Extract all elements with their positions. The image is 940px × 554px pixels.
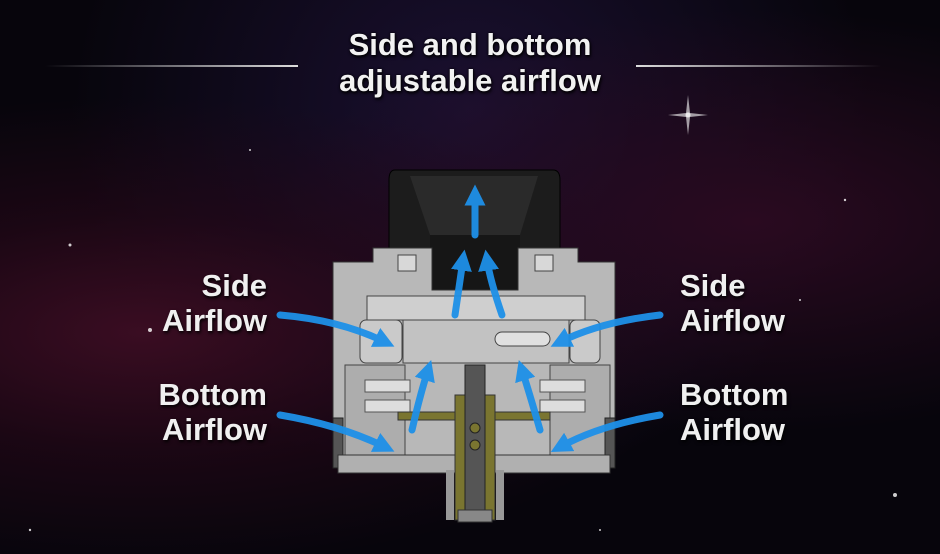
- title-rule-left: [45, 65, 298, 67]
- arrow-inner-right: [515, 359, 544, 434]
- arrow-side-left: [276, 311, 395, 347]
- label-line: Airflow: [680, 303, 786, 338]
- arrow-side-right: [550, 311, 664, 347]
- label-bottom-airflow-right: Bottom Airflow: [680, 377, 788, 447]
- label-line: Airflow: [680, 412, 786, 447]
- title-rule-right: [636, 65, 881, 67]
- label-line: Airflow: [161, 412, 267, 447]
- label-line: Side: [680, 268, 746, 303]
- label-bottom-airflow-left: Bottom Airflow: [159, 377, 267, 447]
- arrow-inner-left: [408, 359, 435, 434]
- label-side-airflow-right: Side Airflow: [680, 268, 785, 338]
- title-line-2: adjustable airflow: [339, 63, 601, 98]
- arrow-bottom-left: [276, 411, 395, 452]
- arrow-up-right: [478, 249, 506, 319]
- label-line: Bottom: [158, 377, 267, 412]
- arrow-up-left: [451, 249, 472, 319]
- title-line-1: Side and bottom: [348, 27, 592, 62]
- label-line: Side: [201, 268, 267, 303]
- arrow-bottom-right: [550, 411, 664, 453]
- label-line: Bottom: [680, 377, 789, 412]
- label-side-airflow-left: Side Airflow: [162, 268, 267, 338]
- label-line: Airflow: [161, 303, 267, 338]
